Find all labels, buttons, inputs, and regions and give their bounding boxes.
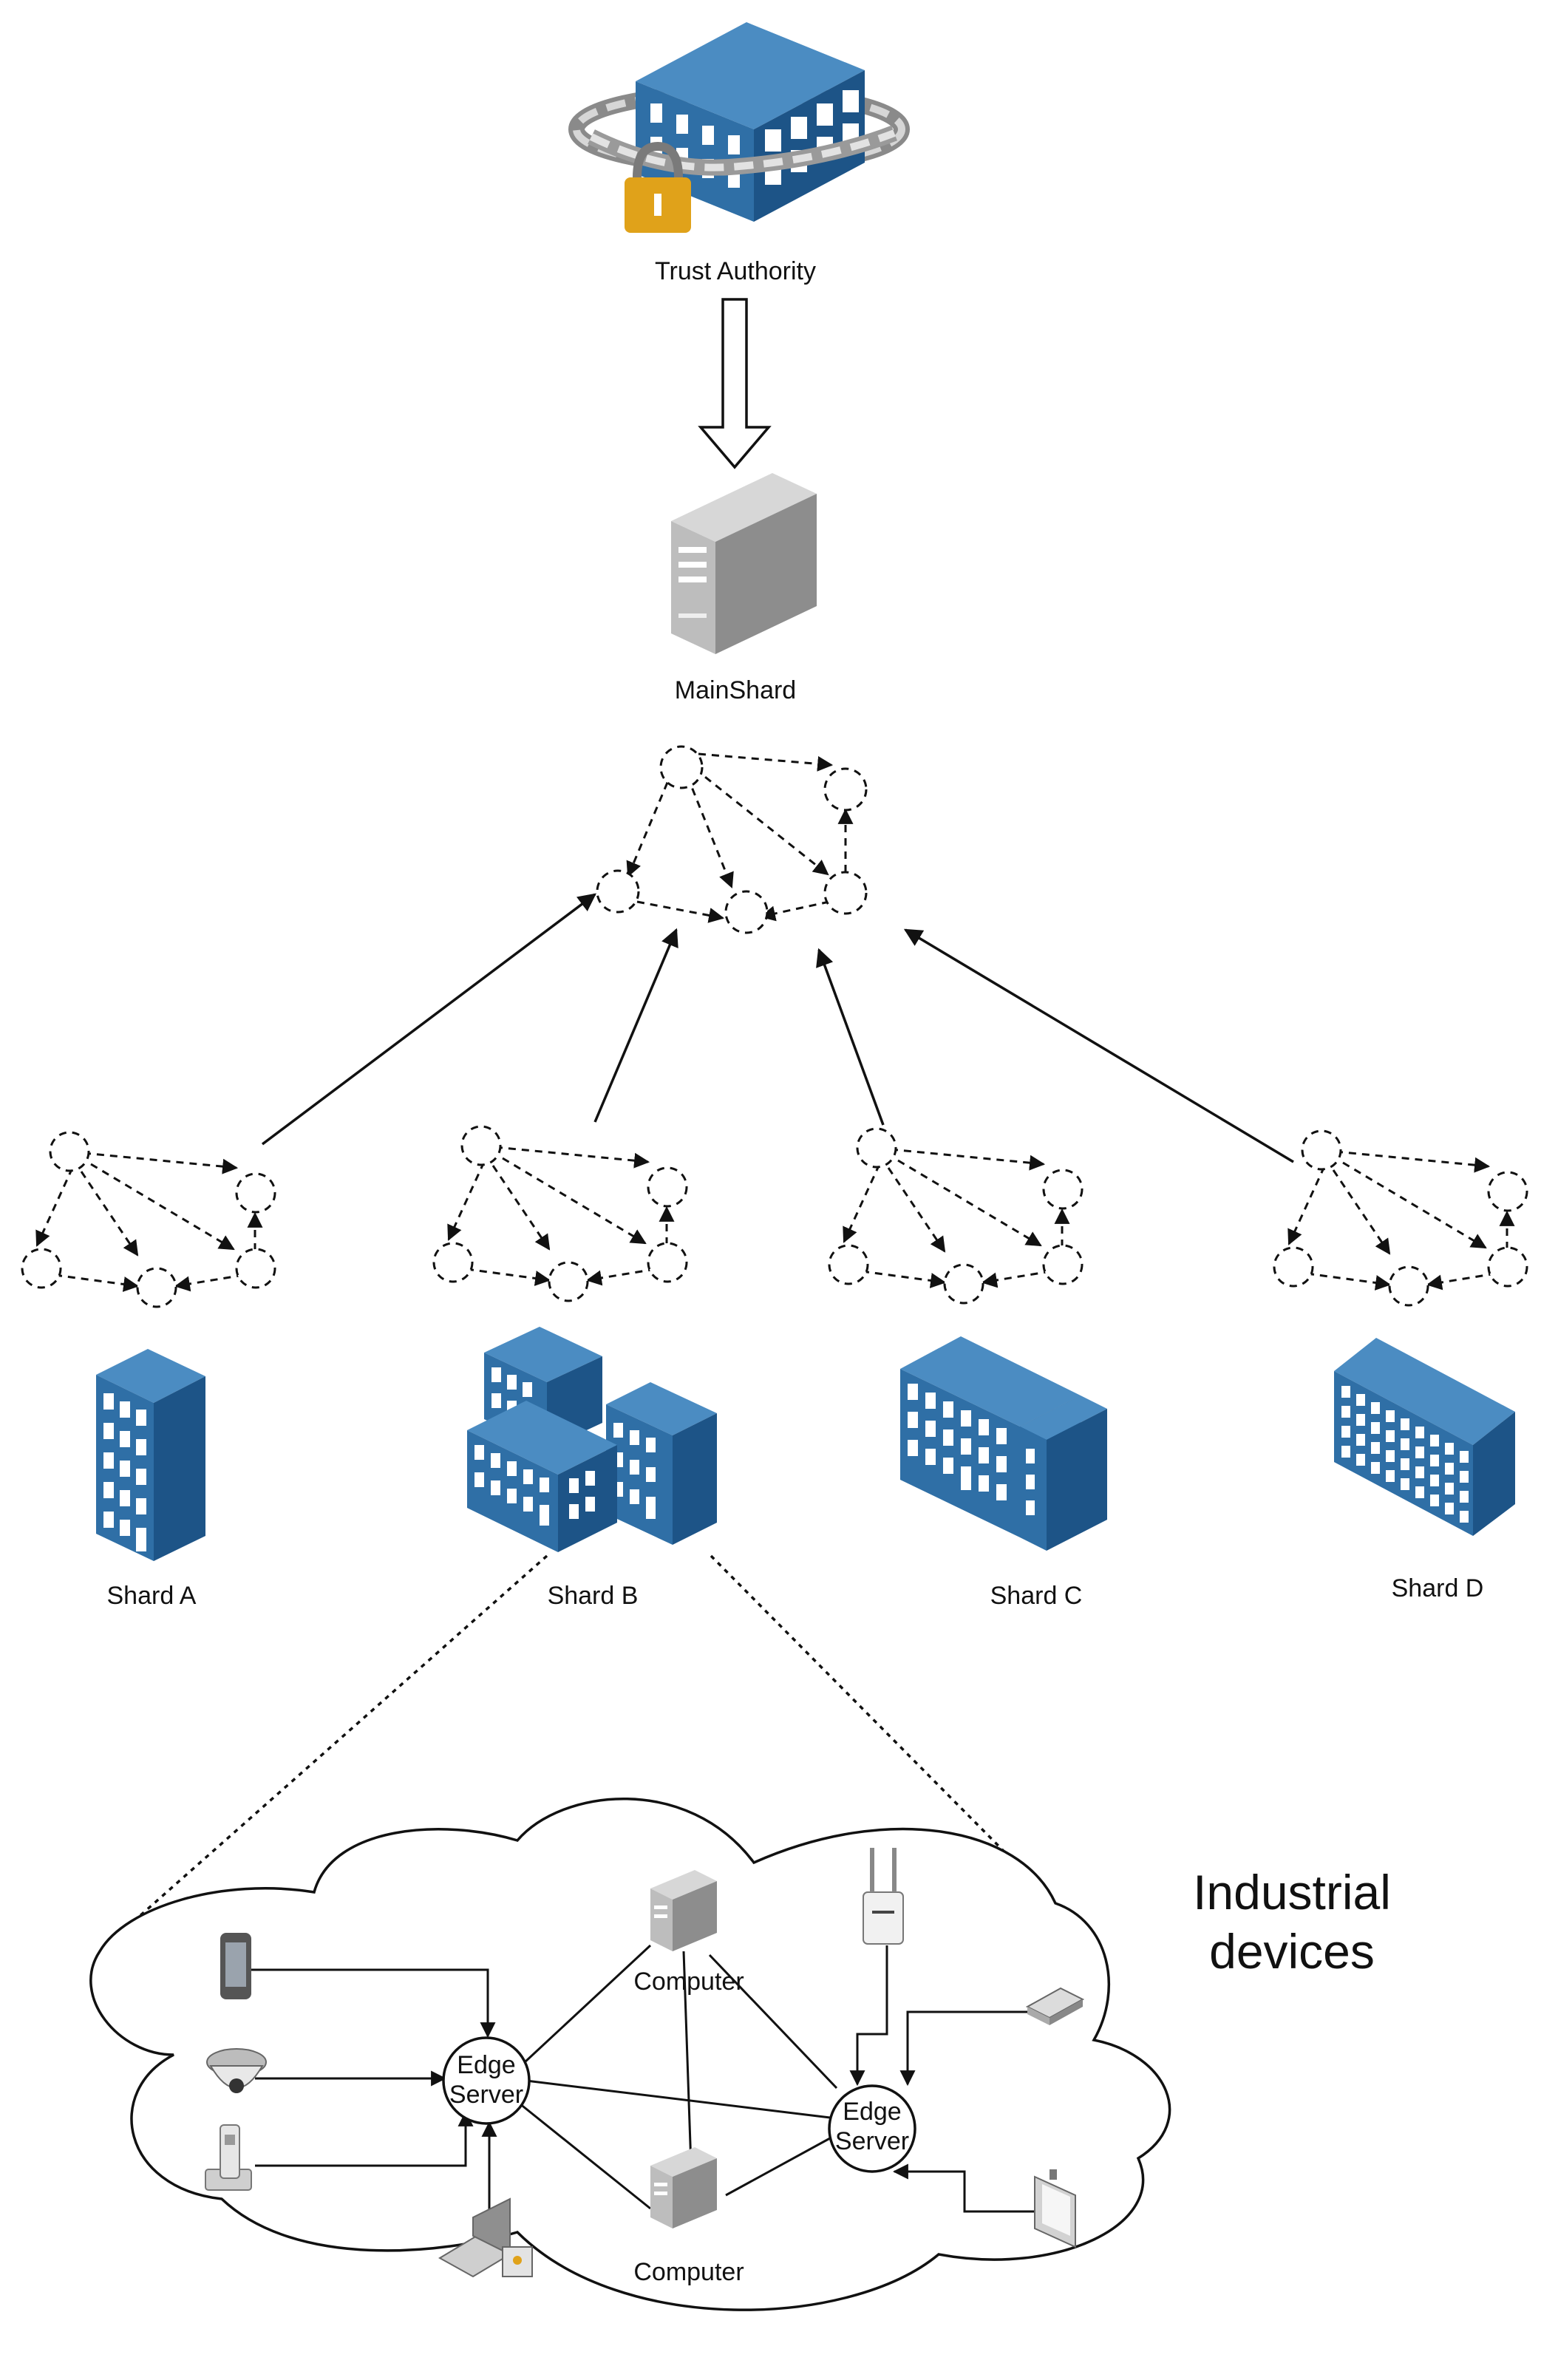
dome-camera-icon [206,2048,267,2093]
laptop-icon [438,2197,533,2278]
shard-d-label: Shard D [1392,1574,1484,1602]
shard-d-building-icon [1334,1338,1515,1536]
trust-authority-icon [568,22,910,233]
shard-b-building-icon [467,1327,717,1552]
edge-server-2-line1: Edge [843,2098,901,2126]
shard-b-node-cluster [434,1126,687,1301]
edge-server-2: Edge Server [828,2084,916,2173]
shard-d-node-cluster [1274,1131,1527,1305]
edge-server-1-line1: Edge [457,2051,515,2079]
shard-b-to-main-arrow [593,928,678,1123]
edge-server-2-line2: Server [835,2127,909,2155]
shard-d-to-main-arrow [903,928,1294,1163]
shard-c-node-cluster [829,1129,1082,1303]
provision-arrow [698,298,772,469]
shard-b-label: Shard B [548,1582,639,1610]
computer-2-label: Computer [633,2258,744,2286]
edge-server-1: Edge Server [442,2036,531,2125]
edge-server-1-line2: Server [449,2081,523,2109]
zoom-line-left [98,1554,548,1953]
main-shard-label: MainShard [675,676,796,704]
keypad-icon [1025,1987,1085,2025]
shard-a-building-icon [96,1349,205,1561]
shard-c-label: Shard C [990,1582,1083,1610]
computer-1-label: Computer [633,1968,744,1996]
computer-2-icon [650,2147,717,2228]
computer-1-icon [650,1870,717,1951]
shard-c-to-main-arrow [816,948,885,1126]
industrial-devices-title-line1: Industrial [1193,1865,1391,1920]
cordless-phone-icon [205,2124,252,2191]
shard-c-building-icon [900,1336,1107,1551]
industrial-devices-title-line2: devices [1209,1924,1375,1979]
main-shard-node-cluster [596,745,868,934]
tablet-icon [1034,2169,1076,2248]
trust-authority-label: Trust Authority [655,257,816,285]
shard-a-node-cluster [22,1132,275,1307]
zoom-line-right [710,1554,1057,1905]
main-shard-icon [671,473,817,654]
shard-a-to-main-arrow [261,893,596,1146]
antenna-access-point-icon [863,1848,904,1945]
shard-a-label: Shard A [107,1582,197,1610]
smartphone-icon [220,1933,251,1999]
cloud-connections [251,1944,1038,2228]
